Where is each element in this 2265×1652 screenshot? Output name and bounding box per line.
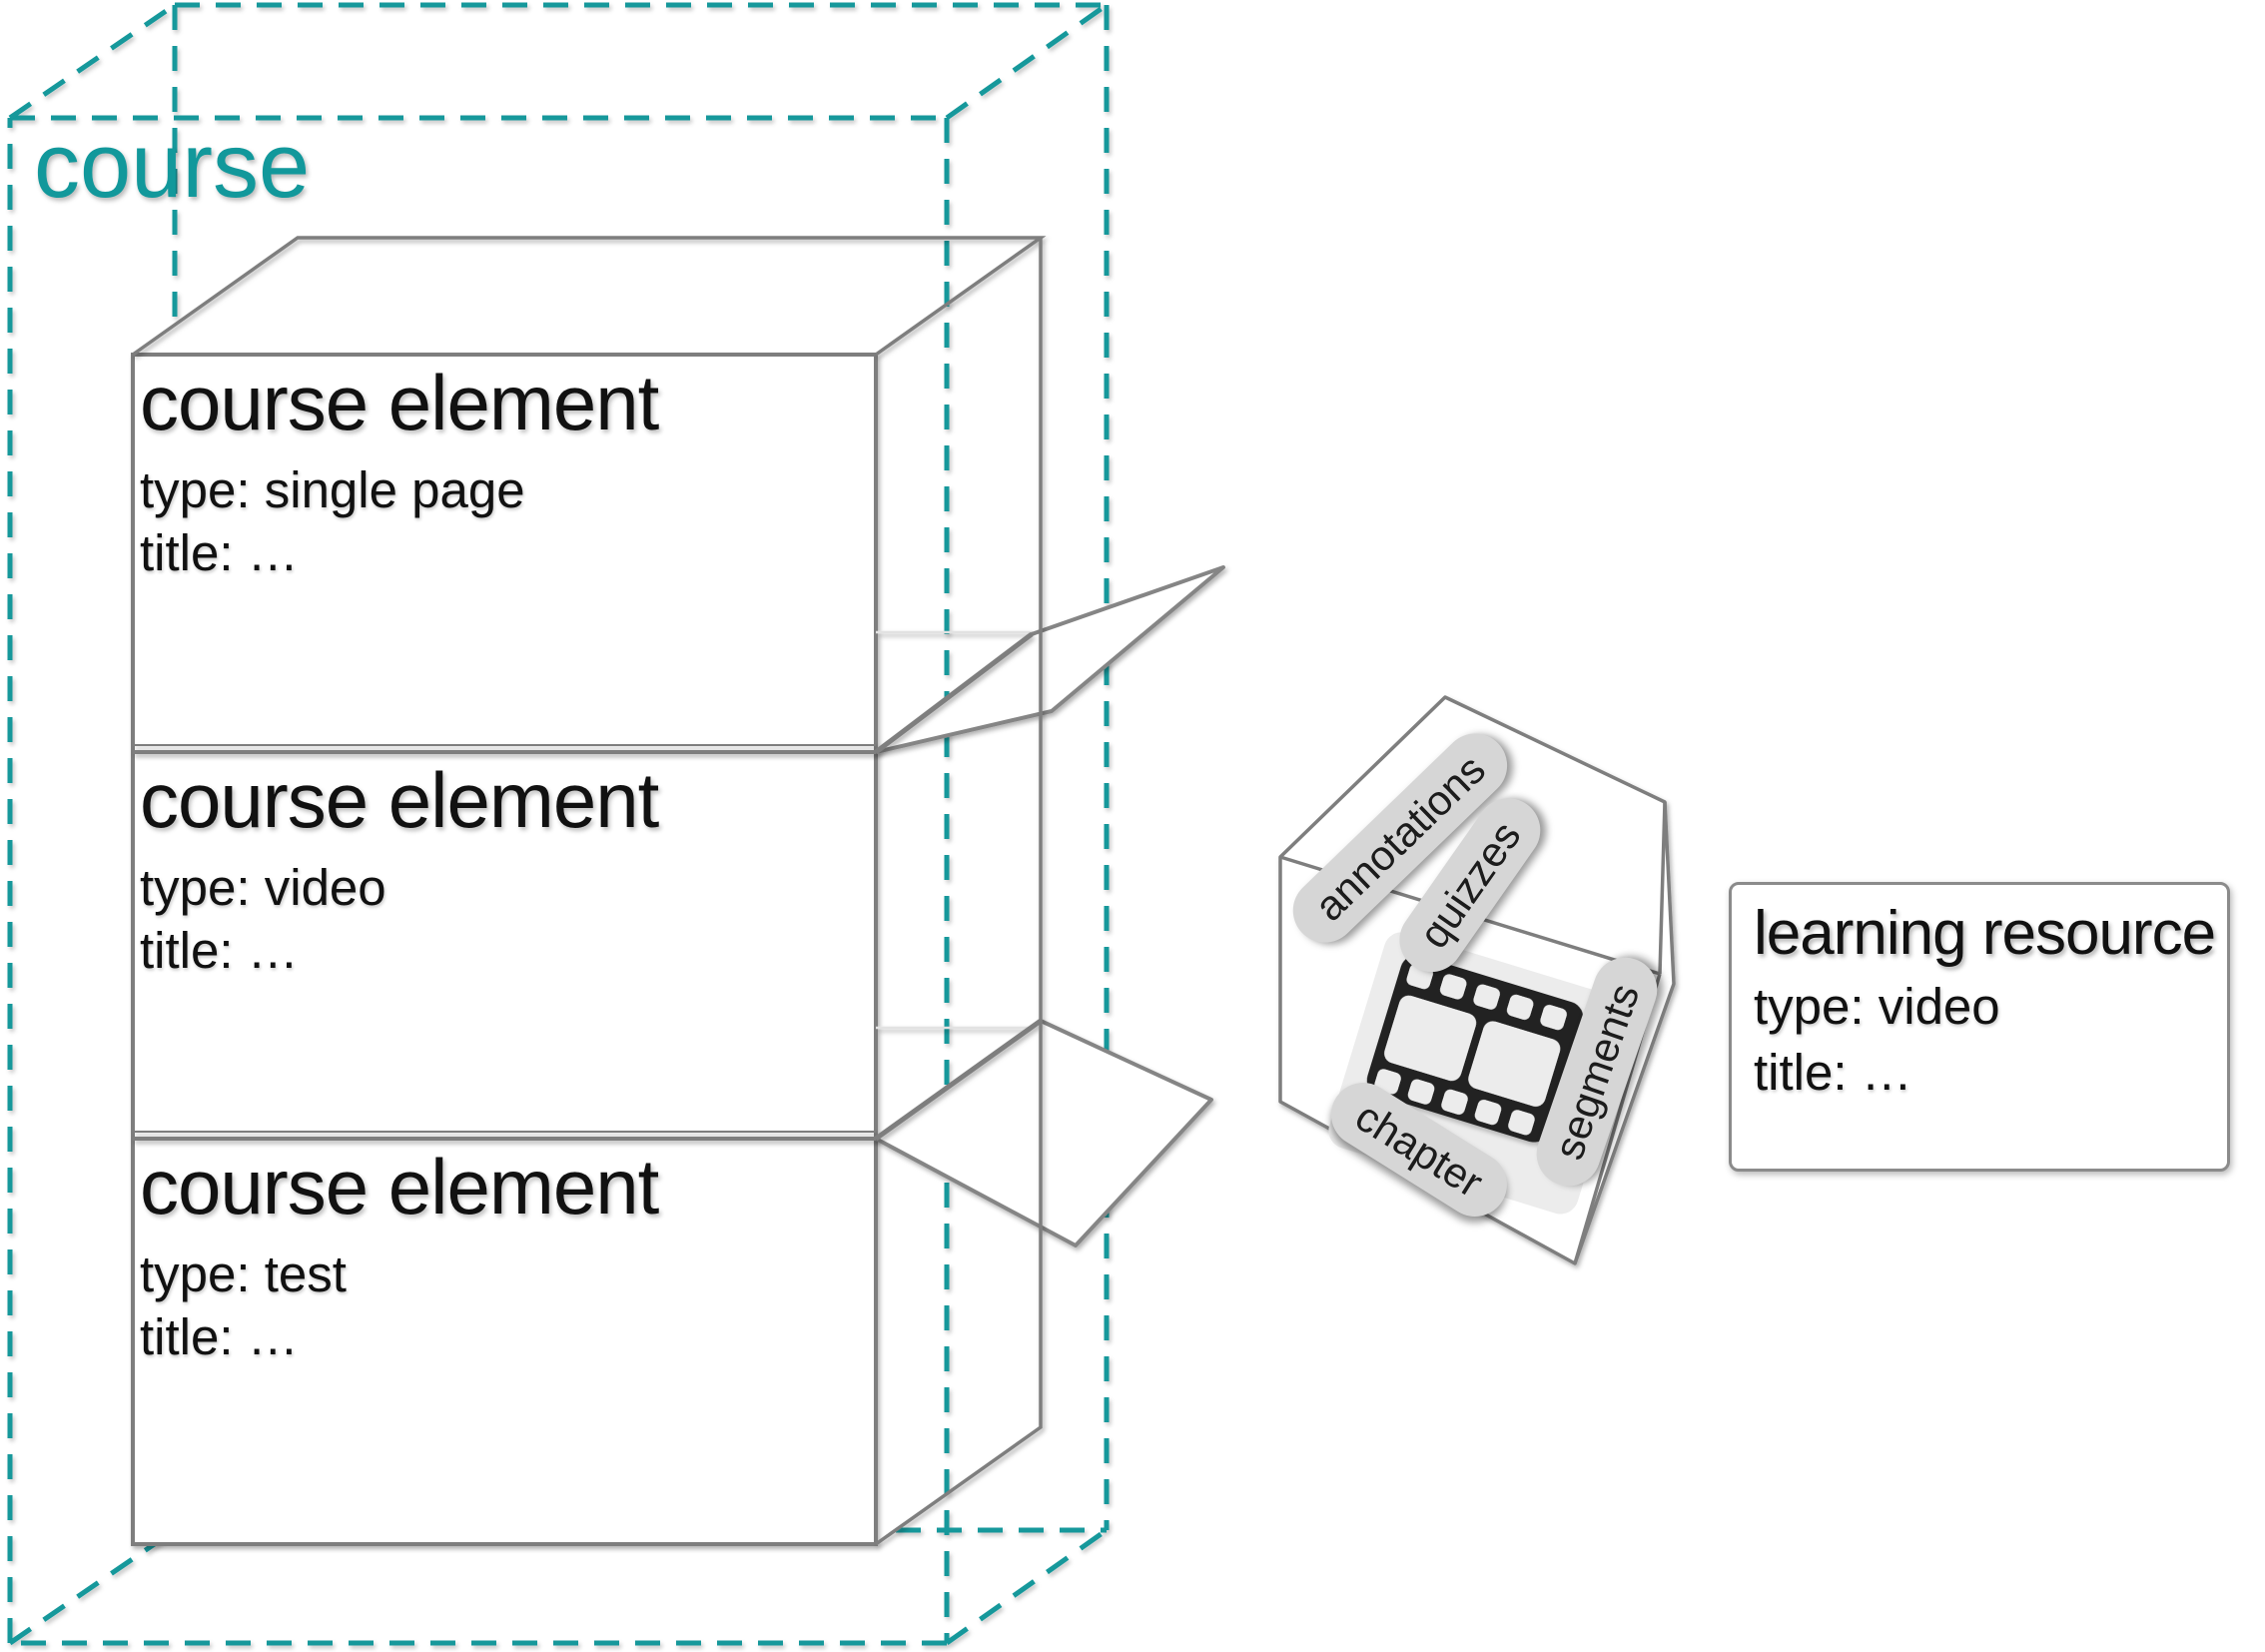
course-element-1-type: type: single page <box>140 460 525 518</box>
learning-resource-title: title: … <box>1754 1044 1912 1102</box>
course-element-1: course element type: single page title: … <box>140 362 859 585</box>
course-dashed-box <box>7 2 1110 1646</box>
course-element-3: course element type: test title: … <box>140 1146 859 1369</box>
learning-resource-type: type: video <box>1754 978 2000 1036</box>
course-dashed-front-face <box>7 115 950 1646</box>
side-face-faint-divider-marks <box>876 630 1033 1030</box>
element-divider-upper-thin <box>133 744 876 1133</box>
course-element-3-heading: course element <box>140 1143 659 1231</box>
course-element-2: course element type: video title: … <box>140 759 859 983</box>
course-dashed-depth-connectors <box>8 2 1109 1646</box>
learning-resource-card: learning resource type: video title: … <box>1729 882 2230 1172</box>
course-element-3-type: type: test <box>140 1244 347 1302</box>
course-element-2-type: type: video <box>140 858 386 916</box>
element-divider-lines <box>133 750 876 1141</box>
box-side-face <box>874 238 1043 1546</box>
course-element-2-heading: course element <box>140 756 659 844</box>
course-dashed-back-edges <box>172 2 1110 1533</box>
course-element-1-heading: course element <box>140 359 659 446</box>
flap-element-1 <box>874 565 1225 754</box>
box-top-face <box>131 236 1047 357</box>
course-box-label: course <box>34 115 311 217</box>
course-element-2-title: title: … <box>140 922 299 980</box>
flap-hinge-lines <box>874 632 1043 1142</box>
element-link-flaps <box>874 565 1225 1247</box>
course-elements-box-edges <box>131 236 1047 1546</box>
learning-resource-heading: learning resource <box>1754 899 2216 968</box>
course-elements-front-face <box>131 353 878 1546</box>
flap-element-2 <box>874 1019 1213 1247</box>
film-icon-frame <box>1366 955 1584 1143</box>
course-elements-box <box>131 353 1033 1546</box>
course-element-1-title: title: … <box>140 524 299 582</box>
course-element-3-title: title: … <box>140 1308 299 1366</box>
